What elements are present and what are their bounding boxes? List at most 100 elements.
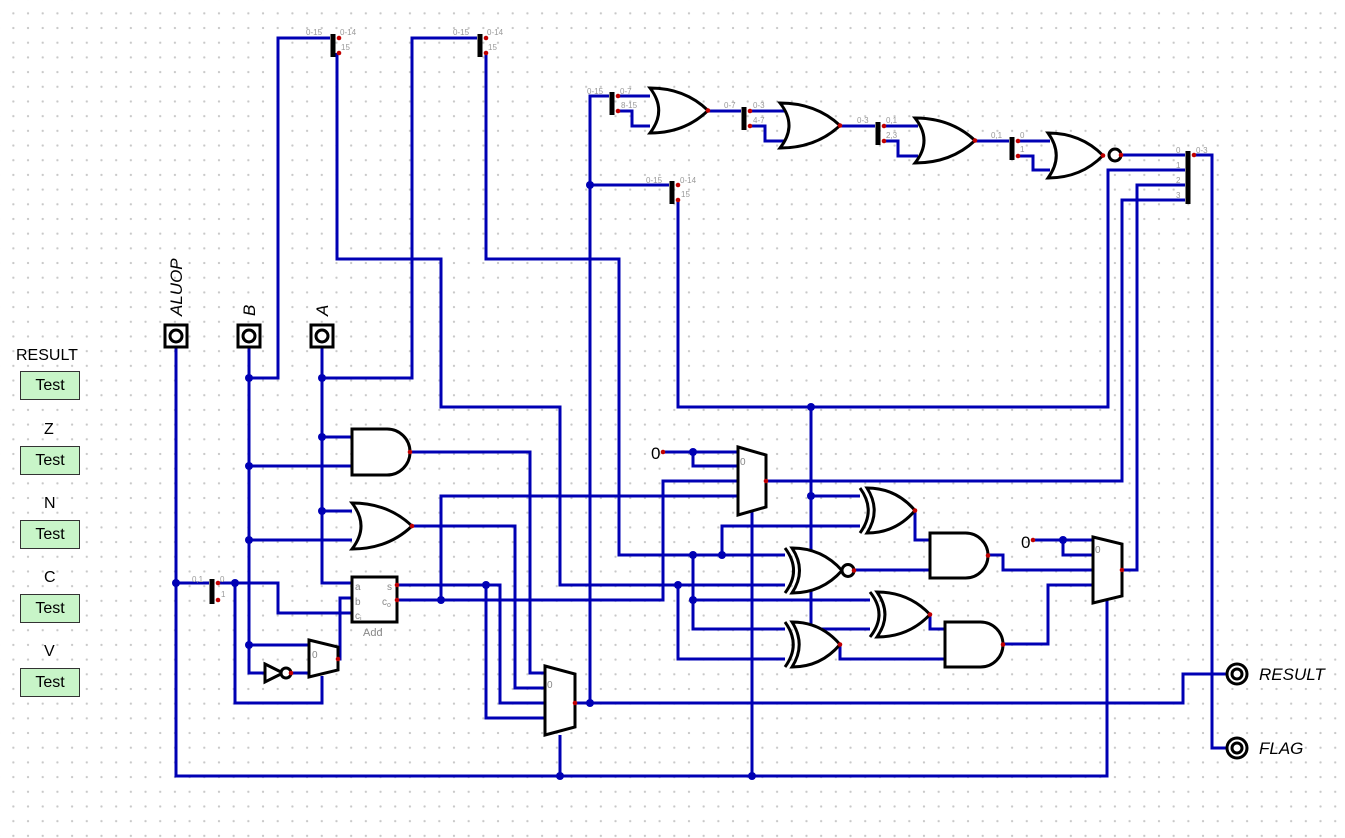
wire [838,644,945,661]
wire [618,109,650,128]
wire [484,585,545,720]
output-pin [747,108,753,114]
splitter-label: 0,1 [991,131,1003,140]
wire [720,524,860,555]
junction-dot [586,699,594,707]
splitter-label: 0-14 [680,176,697,185]
not-gate [263,661,287,685]
output-pin [1015,153,1021,159]
splitter-label: 0-3 [1196,146,1208,155]
multiplexer [1091,535,1124,605]
junction-dot [674,581,682,589]
splitter-label: 0 [220,575,225,584]
wire [750,124,785,143]
splitter-label: 2 [1176,176,1181,185]
junction-dot [556,772,564,780]
junction-dot [1059,536,1067,544]
splitter-label: 0-15 [587,87,604,96]
junction-dot [318,374,326,382]
splitter-label: 1 [1176,161,1181,170]
wire [397,479,738,602]
splitter [1185,151,1191,204]
output-result-inner [1230,667,1244,681]
output-pin [288,670,294,676]
splitter [669,181,675,204]
test-button-c[interactable]: Test [20,594,80,623]
output-pin [407,449,413,455]
test-label-n: N [44,495,56,512]
splitter [609,92,615,115]
output-pin [985,553,991,558]
mux-label: 0 [312,650,318,661]
test-button-z[interactable]: Test [20,446,80,475]
output-pin [705,108,711,113]
wire [338,596,352,661]
output-pin [483,50,489,56]
output-pin [881,123,887,129]
output-pin [409,523,415,529]
junction-dot [231,579,239,587]
adder-pin-s: s [387,582,392,593]
splitter-label: 0-7 [724,101,736,110]
splitter [477,34,483,57]
output-pin [572,700,578,706]
output-pin [394,597,400,603]
splitter [875,122,881,145]
output-pin [1119,567,1125,573]
output-pin [1118,152,1124,158]
input-label-b: B [240,305,259,316]
wire [766,198,1185,483]
output-pin [336,50,342,56]
test-button-result[interactable]: Test [20,371,80,400]
splitter-label: 0-15 [646,176,663,185]
splitter-label: 3 [1176,191,1181,200]
test-button-n[interactable]: Test [20,520,80,549]
output-pin [837,123,843,128]
junction-dot [482,581,490,589]
splitter-label: 15 [341,43,350,52]
input-b-ring [241,328,257,344]
wire [322,36,477,380]
wires [174,36,1226,778]
adder-pin-a: a [355,582,361,593]
xor-back-curve [783,547,796,594]
test-label-v: V [44,643,55,660]
splitter [209,579,215,604]
wire [1194,153,1226,750]
wire [884,139,918,158]
splitter-label: 0-3 [857,116,869,125]
junction-dot [689,596,697,604]
splitter-label: 1 [1020,145,1025,154]
test-label-c: C [44,569,56,586]
splitter-label: 1 [221,590,226,599]
and-gate [350,427,412,477]
and-gate [928,531,990,580]
wire [320,348,352,585]
multiplexer [543,664,577,737]
splitter-label: 8-15 [621,101,638,110]
splitter-label: 0 [1176,146,1181,155]
xnor-gate [789,546,845,595]
output-pin [927,612,933,617]
junction-dot [318,507,326,515]
output-pin [1015,138,1021,144]
mux-label: 0 [740,457,746,468]
splitter-label: 15 [488,43,497,52]
input-label-a: A [313,305,332,317]
output-pin [1191,152,1197,158]
splitter-label: 0,1 [886,116,898,125]
splitter-label: 0-15 [453,28,470,37]
nor-gate [1045,131,1106,180]
xor-gate [789,620,842,669]
xor-back-curve [868,591,881,638]
test-button-v[interactable]: Test [20,668,80,697]
output-pin [881,138,887,144]
wire [676,168,1185,409]
input-aluop-ring [168,328,184,344]
or-gate [776,101,843,150]
output-pin [483,35,489,41]
output-flag-inner [1230,741,1244,755]
splitter-label: 0-7 [620,87,632,96]
test-label-result: RESULT [16,347,78,364]
